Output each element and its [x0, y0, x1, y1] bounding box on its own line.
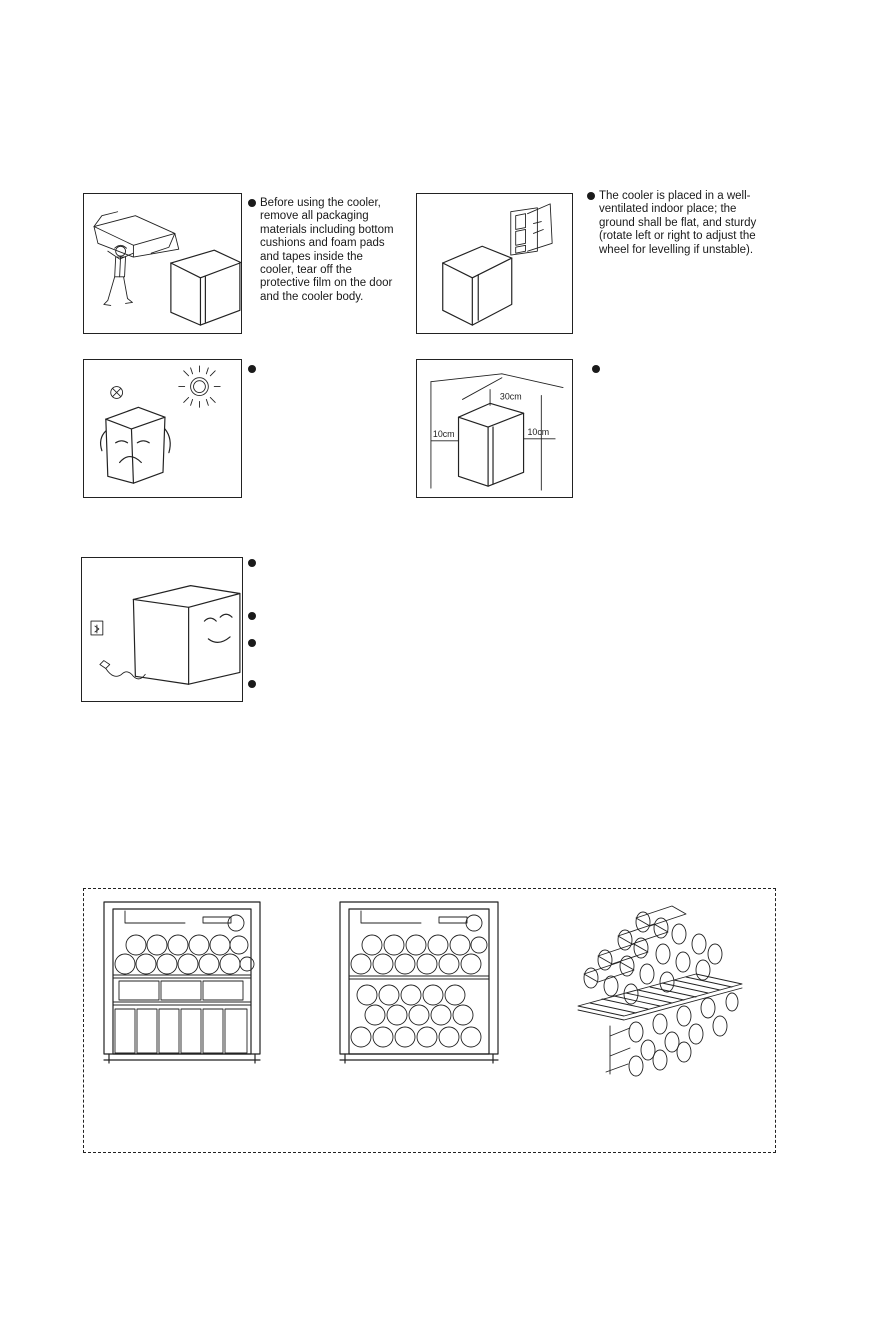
- bullet-icon: [248, 639, 256, 647]
- lower-stack: [605, 992, 739, 1077]
- bullet-icon: [248, 680, 256, 688]
- bullet-icon: [587, 192, 595, 200]
- stacked-cans-diagram: [577, 905, 743, 1077]
- clearance-left-label: 10cm: [433, 429, 455, 439]
- person-figure: [103, 244, 134, 306]
- illustration-ventilation: [416, 193, 573, 334]
- illustration-power: [81, 557, 243, 702]
- bullet-icon: [592, 365, 600, 373]
- cooler-cube: [457, 402, 525, 487]
- note-ventilated-placement: The cooler is placed in a well-ventilate…: [587, 190, 757, 257]
- bullet-icon: [248, 559, 256, 567]
- cooler-cube: [442, 245, 513, 326]
- power-cord: [99, 660, 146, 680]
- illustration-clearance: 30cm 10cm 10cm: [416, 359, 573, 498]
- illustration-avoid-sunlight: [83, 359, 242, 498]
- bullet-icon: [248, 365, 256, 373]
- clearance-top-label: 30cm: [500, 391, 522, 401]
- cooler-cans-layout: [103, 901, 261, 1064]
- can-row-second: [114, 953, 255, 975]
- can-row-top: [125, 934, 249, 956]
- illustration-unpacking: [83, 193, 242, 334]
- clearance-markers: [430, 438, 556, 442]
- power-socket-icon: [90, 620, 104, 636]
- sun-icon: [178, 365, 221, 408]
- prohibited-icon: [110, 386, 124, 399]
- sad-cooler: [100, 406, 171, 484]
- cooler-cube: [170, 249, 241, 326]
- storage-diagrams-box: [83, 888, 776, 1153]
- upper-stack: [583, 905, 723, 1005]
- bullet-icon: [248, 199, 256, 207]
- note-remove-packaging: Before using the cooler, remove all pack…: [248, 197, 398, 304]
- bullet-icon: [248, 612, 256, 620]
- lifted-box: [93, 211, 180, 258]
- wire-shelf: [577, 973, 743, 1021]
- window-icon: [510, 203, 553, 256]
- happy-cooler: [132, 585, 241, 685]
- wall-lines: [430, 373, 564, 491]
- clearance-right-label: 10cm: [528, 427, 550, 437]
- cooler-bottles-layout: [339, 901, 499, 1064]
